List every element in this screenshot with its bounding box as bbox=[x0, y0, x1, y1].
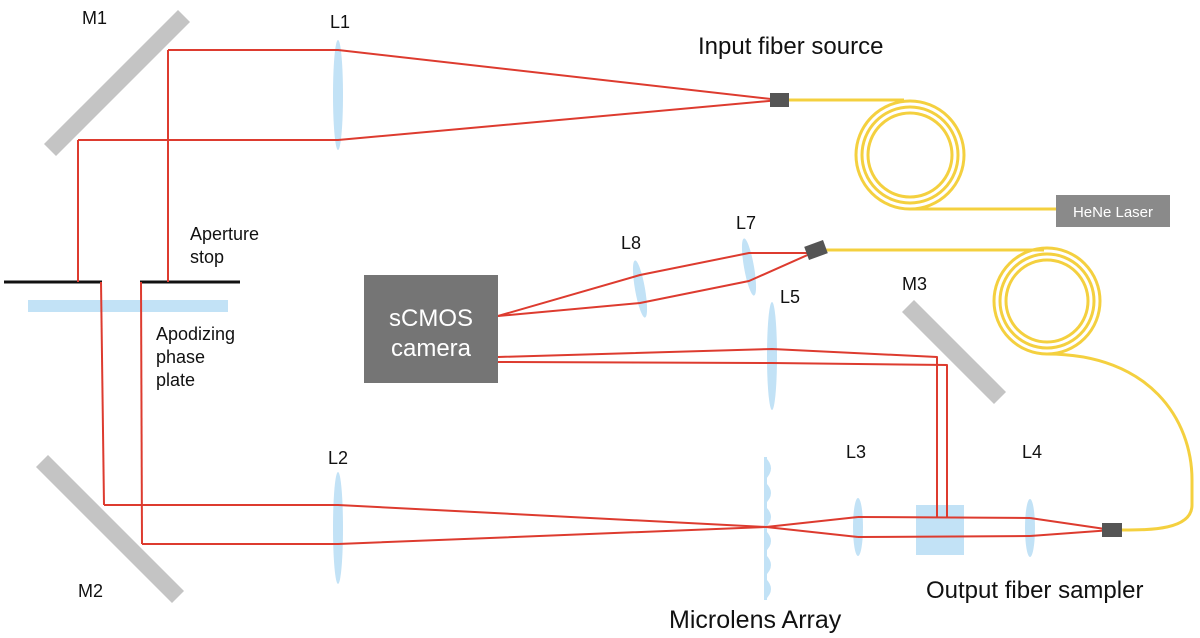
label-apodizing-line1: Apodizing bbox=[156, 324, 235, 344]
label-l1: L1 bbox=[330, 12, 350, 32]
scmos-camera bbox=[364, 275, 498, 383]
beam-fiber-to-l7-lower bbox=[497, 252, 813, 317]
lens-l1 bbox=[333, 40, 343, 150]
input-fiber-coil bbox=[854, 99, 966, 211]
beam-cube-to-m3-left bbox=[497, 348, 938, 518]
label-l8: L8 bbox=[621, 233, 641, 253]
beam-input-lower bbox=[78, 99, 781, 141]
label-input-fiber-source: Input fiber source bbox=[698, 33, 883, 60]
sampler-fiber-connector bbox=[804, 240, 828, 260]
lens-l8 bbox=[632, 260, 648, 318]
mirror-m2 bbox=[35, 454, 185, 604]
label-m2: M2 bbox=[78, 581, 103, 601]
beam-l3-to-l4-lower bbox=[857, 535, 1031, 538]
beam-mla-to-l3-upper bbox=[765, 516, 859, 528]
output-fiber-return bbox=[1046, 352, 1194, 532]
lens-l4 bbox=[1025, 499, 1035, 557]
beam-m2-to-l2-lower bbox=[142, 526, 767, 545]
label-aperture-line2: stop bbox=[190, 247, 224, 267]
apodizing-phase-plate bbox=[28, 300, 228, 312]
label-aperture-line1: Aperture bbox=[190, 224, 259, 244]
output-fiber-cable bbox=[825, 246, 1194, 532]
label-microlens-array: Microlens Array bbox=[669, 606, 842, 634]
label-l4: L4 bbox=[1022, 442, 1042, 462]
input-fiber-coil bbox=[866, 111, 954, 199]
microlens-substrate bbox=[764, 457, 767, 600]
lens-l5 bbox=[767, 302, 777, 410]
mirror-m1 bbox=[43, 9, 191, 157]
label-l7: L7 bbox=[736, 213, 756, 233]
input-fiber-connector bbox=[770, 93, 789, 107]
laser-beams bbox=[77, 49, 1113, 545]
label-m1: M1 bbox=[82, 8, 107, 28]
output-fiber-connector bbox=[1102, 523, 1122, 537]
label-apodizing-line3: plate bbox=[156, 370, 195, 390]
lens-l3 bbox=[853, 498, 863, 556]
camera-label-line2: camera bbox=[391, 335, 472, 362]
camera-label-line1: sCMOS bbox=[389, 305, 473, 332]
beam-cube-to-m3-right bbox=[497, 361, 948, 518]
lens-l2 bbox=[333, 472, 343, 584]
output-fiber-coil bbox=[998, 252, 1096, 350]
output-fiber-coil bbox=[992, 246, 1102, 356]
input-fiber-coil bbox=[860, 105, 960, 205]
beam-mla-to-l3-lower bbox=[765, 526, 859, 538]
beam-fiber-to-l7-upper bbox=[497, 252, 812, 317]
label-l2: L2 bbox=[328, 448, 348, 468]
beam-input-upper bbox=[168, 49, 781, 101]
label-apodizing-line2: phase bbox=[156, 347, 205, 367]
beam-plate-to-m2-left bbox=[100, 281, 105, 506]
microlens-array bbox=[764, 457, 771, 600]
input-fiber-cable bbox=[788, 98, 1058, 211]
beam-l4-to-output-upper bbox=[1029, 517, 1113, 531]
beam-l4-to-output-lower bbox=[1029, 529, 1113, 537]
label-m3: M3 bbox=[902, 274, 927, 294]
mirror-m3 bbox=[901, 299, 1007, 405]
lens-l7 bbox=[741, 238, 757, 296]
hene-laser bbox=[1056, 195, 1170, 227]
beam-splitter-cube bbox=[916, 505, 964, 555]
label-l5: L5 bbox=[780, 287, 800, 307]
label-output-fiber-sampler: Output fiber sampler bbox=[926, 577, 1143, 604]
output-fiber-coil bbox=[1004, 258, 1090, 344]
beam-m2-to-l2-upper bbox=[104, 504, 767, 528]
beam-plate-to-m2-right bbox=[140, 281, 143, 545]
beam-l3-to-l4-upper bbox=[857, 516, 1031, 519]
hene-laser-label: HeNe Laser bbox=[1073, 204, 1153, 221]
label-l3: L3 bbox=[846, 442, 866, 462]
